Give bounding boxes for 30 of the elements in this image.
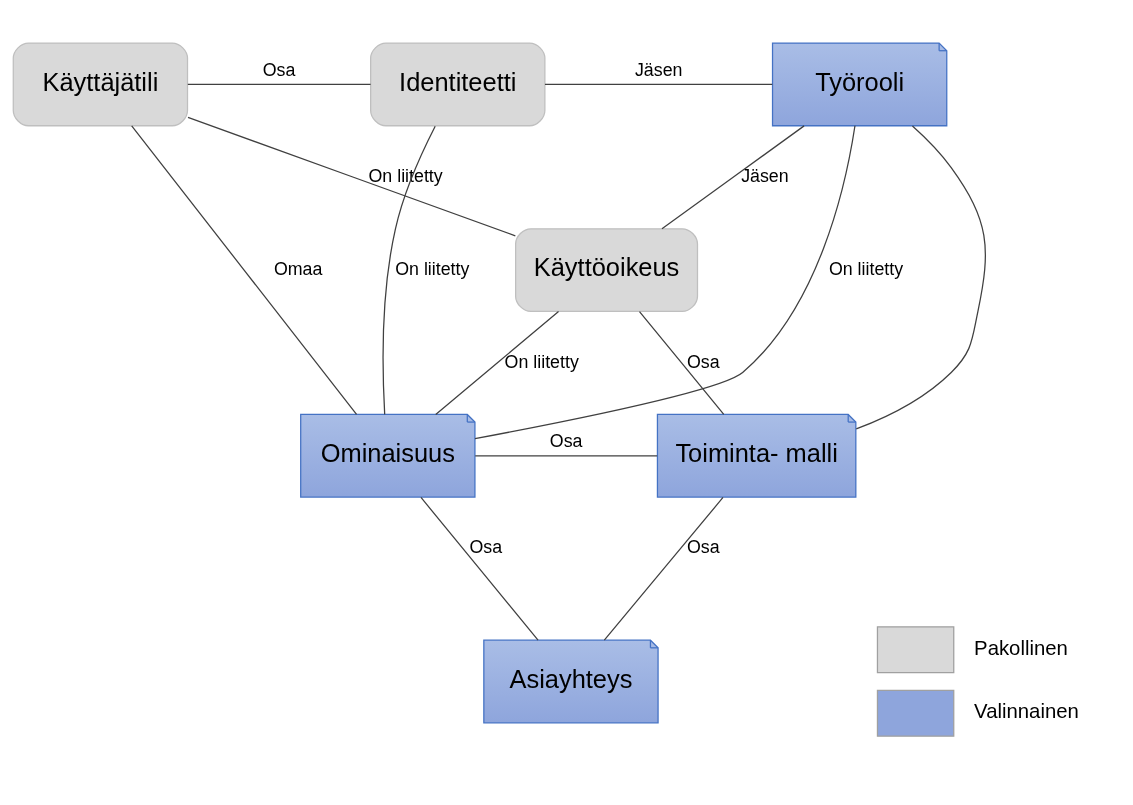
legend-label: Valinnainen bbox=[974, 699, 1079, 722]
connector bbox=[544, 83, 773, 85]
node-box: Käyttöoikeus bbox=[515, 227, 699, 312]
edge-label: Osa bbox=[686, 536, 720, 557]
connector bbox=[603, 496, 724, 641]
edge-label: Osa bbox=[262, 59, 296, 80]
edge-label: Osa bbox=[469, 536, 503, 557]
connector bbox=[420, 496, 539, 641]
edge-label: On liitetty bbox=[828, 258, 904, 279]
edge-label: Osa bbox=[686, 351, 720, 372]
edge-label: Osa bbox=[549, 430, 583, 451]
connector bbox=[855, 124, 986, 430]
node-box: Käyttäjätili bbox=[12, 41, 189, 126]
connector bbox=[187, 116, 516, 236]
connector bbox=[474, 454, 658, 456]
edge-label: Jäsen bbox=[634, 59, 683, 80]
connector bbox=[187, 83, 372, 85]
connector bbox=[382, 125, 436, 415]
edge-label: On liitetty bbox=[368, 165, 443, 186]
connector bbox=[474, 124, 856, 439]
connector bbox=[638, 310, 725, 415]
connector bbox=[131, 124, 358, 415]
node-box: Identiteetti bbox=[370, 41, 546, 126]
edge-label: On liitetty bbox=[395, 258, 470, 279]
edge-label: Jäsen bbox=[741, 165, 789, 186]
legend-label: Pakollinen bbox=[974, 636, 1068, 659]
connector bbox=[435, 310, 560, 415]
edge-label: On liitetty bbox=[504, 351, 579, 372]
connector bbox=[661, 124, 805, 229]
edge-label: Omaa bbox=[273, 258, 323, 279]
